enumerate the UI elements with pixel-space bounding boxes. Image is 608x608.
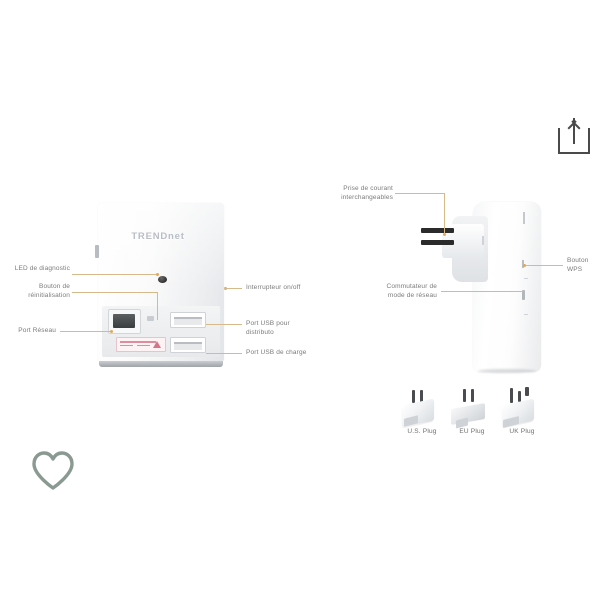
leader-dot-prise: [443, 233, 446, 236]
eu-plug-label: EU Plug: [459, 428, 485, 435]
us-plug-graphic: [398, 386, 440, 430]
share-arrow-shaft: [573, 118, 575, 144]
leader-dot-wps: [523, 264, 526, 267]
leader-mode-switch: [441, 291, 524, 292]
usb-charge-port: [170, 337, 206, 353]
leader-prise: [395, 193, 445, 194]
reset-button: [147, 316, 154, 321]
label-led-de-diagnostic: LED de diagnostic: [14, 265, 70, 272]
leader-prise-drop: [444, 193, 445, 235]
warning-triangle-icon: [153, 340, 161, 348]
heart-outline-svg: [32, 451, 74, 490]
top-vent-slot: [523, 212, 525, 224]
leader-dot-led: [156, 273, 159, 276]
label-interrupteur-on-off: Interrupteur on/off: [246, 284, 301, 291]
label-bouton-wps: Bouton WPS: [567, 257, 589, 273]
uk-plug-label: UK Plug: [509, 428, 535, 435]
label-commutateur-de-mode-de-reseau: Commutateur de mode de réseau: [386, 283, 437, 299]
uk-plug-graphic: [498, 386, 540, 430]
left-device-front-view: TRENDnet: [95, 203, 224, 368]
plug-prong-top: [421, 228, 454, 233]
network-mode-switch: [522, 290, 525, 300]
eu-plug-graphic: [448, 386, 490, 430]
leader-reset-drop: [157, 292, 158, 320]
label-bouton-de-reinitialisation: Bouton de réinitialisation: [28, 283, 70, 299]
right-device-side-view: [421, 198, 550, 376]
heart-icon[interactable]: [30, 450, 76, 492]
leader-dot-ethernet: [110, 330, 113, 333]
label-port-usb-de-charge: Port USB de charge: [246, 349, 307, 356]
leader-led: [72, 274, 158, 275]
left-device-base: [99, 361, 223, 367]
share-icon[interactable]: [558, 114, 592, 154]
leader-reset: [72, 292, 158, 293]
diagnostic-led: [158, 276, 167, 283]
trendnet-logo: TRENDnet: [131, 231, 185, 242]
power-switch: [95, 245, 99, 258]
ethernet-port: [108, 309, 141, 334]
label-port-usb-pour-distributo: Port USB pour distributo: [246, 320, 290, 336]
leader-usb-charge: [206, 353, 242, 354]
mode-mark-upper: [524, 278, 528, 279]
right-device-shadow: [478, 369, 536, 373]
plug-prong-bottom: [421, 240, 454, 245]
us-plug-label: U.S. Plug: [407, 428, 437, 435]
usb-share-port: [170, 312, 206, 328]
label-prise-de-courant-interchangeables: Prise de courant interchangeables: [341, 185, 393, 201]
share-box: [558, 128, 590, 154]
interchangeable-plug-options: U.S. Plug EU Plug UK Plug: [398, 386, 546, 444]
side-vent-slot: [482, 236, 484, 245]
leader-ethernet: [60, 331, 112, 332]
leader-onoff: [224, 288, 242, 289]
label-port-reseau: Port Réseau: [18, 327, 56, 334]
leader-usb-share: [206, 324, 242, 325]
leader-wps: [525, 265, 563, 266]
mode-mark-lower: [524, 314, 528, 315]
warning-sticker: [116, 337, 166, 352]
